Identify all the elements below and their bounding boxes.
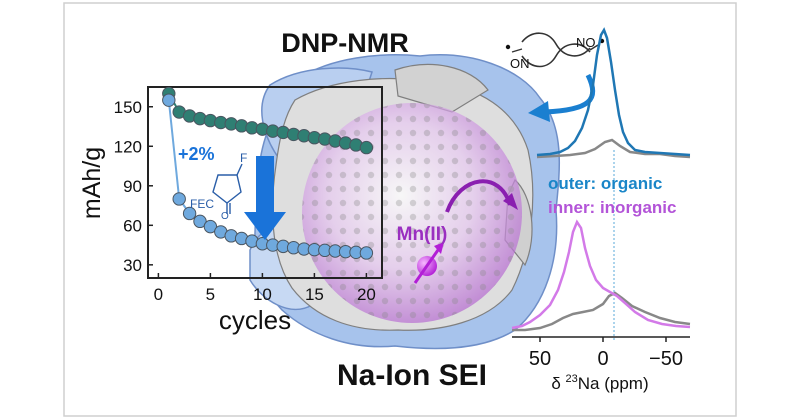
x-tick-label: 15: [305, 285, 324, 304]
nmr-x-tick-label: 0: [597, 348, 608, 370]
fec-molecule: [212, 163, 243, 214]
y-tick-label: 120: [114, 137, 142, 156]
nmr-x-tick-label: 50: [529, 348, 551, 370]
mn-label: Mn(II): [397, 224, 448, 245]
organic-spectrum: [536, 27, 691, 157]
spin-arrow: [413, 249, 440, 284]
x-tick-label: 20: [357, 285, 376, 304]
inorganic-spectrum-reference: [512, 291, 691, 332]
biradical-right-label: NO: [576, 35, 596, 50]
radical-dot-left: [505, 44, 511, 50]
capacity-chart: mAh/g cycles 150 120 90 60 30 0 5 10 15 20 +2% O…: [78, 86, 383, 335]
fec-label: FEC: [190, 197, 214, 211]
title-dnp-nmr: DNP-NMR: [281, 28, 409, 58]
data-point: [182, 206, 197, 221]
nmr-xlabel-prefix: δ: [551, 374, 565, 393]
data-point: [203, 219, 218, 234]
sei-inner-layer: [394, 63, 489, 113]
inner-inorganic-label: inner: inorganic: [548, 198, 676, 217]
title-na-ion-sei: Na-Ion SEI: [337, 359, 487, 392]
y-tick-label: 90: [123, 177, 142, 196]
x-tick-label: 5: [206, 285, 215, 304]
y-tick-label: 30: [123, 256, 142, 275]
outer-organic-label: outer: organic: [548, 174, 662, 193]
biradical-bond-left: [511, 48, 523, 53]
y-tick-label: 60: [123, 216, 142, 235]
transfer-arrow: [544, 73, 596, 115]
down-arrow-head: [244, 212, 286, 240]
data-point: [359, 246, 374, 260]
fec-oxygen-label: O: [221, 211, 229, 222]
biradical-molecule: ON NO: [505, 32, 605, 122]
spin-arrowhead: [434, 242, 444, 254]
y-tick-label: 150: [114, 98, 142, 117]
data-point: [359, 140, 374, 155]
data-point: [162, 93, 176, 107]
ylabel: mAh/g: [78, 147, 106, 219]
biradical-bond-right: [589, 44, 599, 51]
polarization-arrowhead: [503, 193, 518, 210]
x-tick-label: 10: [253, 285, 272, 304]
nmr-xlabel-sup: 23: [566, 373, 578, 385]
chart-plot-frame: [147, 86, 383, 279]
x-tick-label: 0: [154, 285, 163, 304]
annotation-percent: +2%: [178, 144, 215, 164]
transfer-arrowhead: [528, 101, 550, 122]
biradical-backbone: [521, 32, 591, 68]
nmr-xlabel-suffix: Na (ppm): [578, 374, 649, 393]
nmr-x-tick-label: −50: [649, 348, 683, 370]
polarization-arrow: [445, 179, 512, 213]
fluorine-label: F: [240, 151, 247, 165]
sei-particle: [249, 54, 561, 350]
series-points: [162, 86, 374, 260]
down-arrow-shaft: [256, 156, 274, 214]
data-point: [172, 192, 186, 206]
data-point: [193, 214, 207, 229]
sphere-dots-overlay: [302, 103, 522, 323]
fec-f-bond: [236, 163, 243, 176]
x-ticks: 0 5 10 15 20: [154, 273, 376, 304]
nmr-panel: outer: organic inner: inorganic 50 0 −50…: [511, 27, 691, 393]
mn-spin-center: Mn(II): [397, 179, 518, 284]
inorganic-spectrum: [511, 219, 691, 330]
y-ticks: 150 120 90 60 30: [114, 98, 153, 275]
biradical-left-label: ON: [510, 56, 530, 71]
xlabel: cycles: [219, 305, 291, 335]
nmr-x-axis-label: δ 23Na (ppm): [551, 373, 648, 393]
fec-ring: [212, 174, 242, 204]
